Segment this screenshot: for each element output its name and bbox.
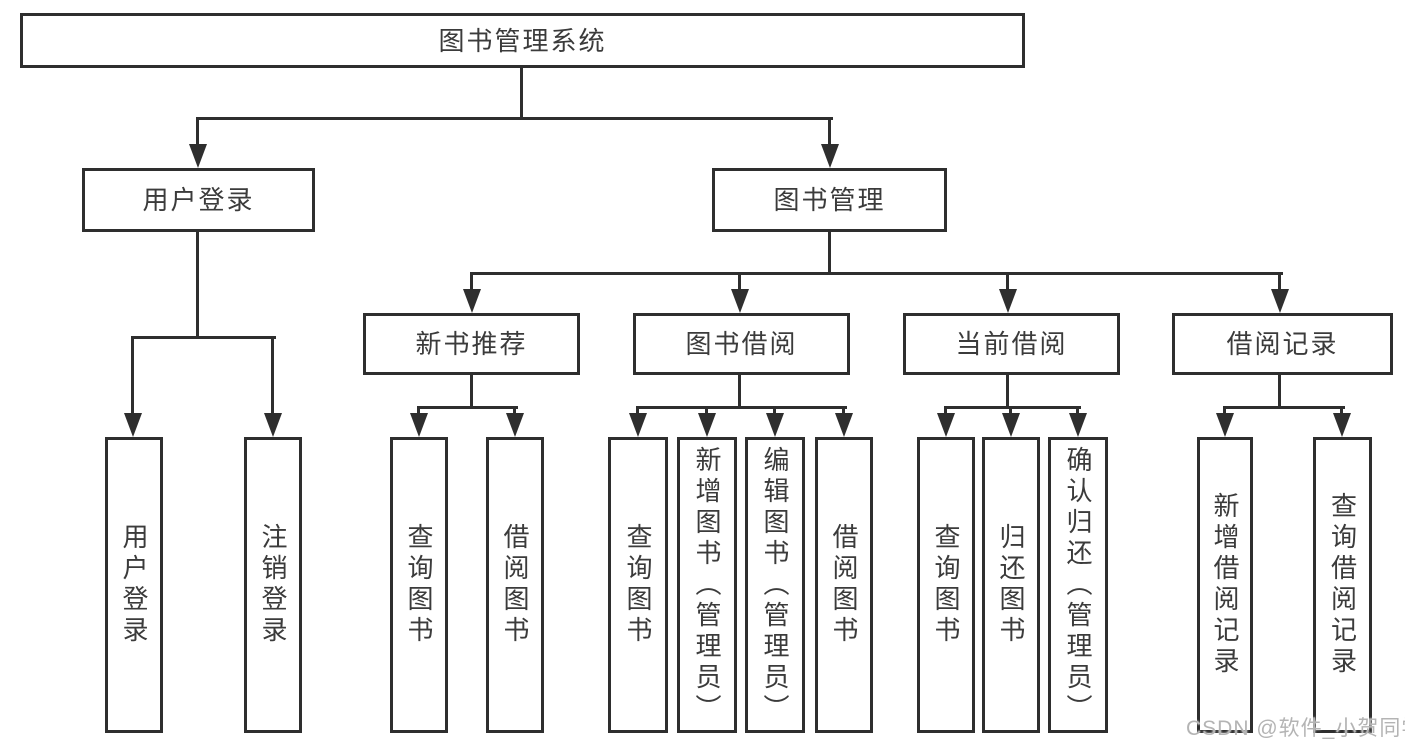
arrowhead [1002, 413, 1020, 437]
connector-distributor [944, 406, 1081, 409]
connector-stub [131, 336, 134, 418]
arrowhead [698, 413, 716, 437]
connector-stub [1009, 406, 1012, 418]
leaf-cur-query-book-label: 查询图书 [931, 523, 961, 647]
connector-distributor [417, 406, 518, 409]
node-root-label: 图书管理系统 [438, 25, 607, 56]
connector-stub [1278, 272, 1281, 294]
connector-stub [1340, 406, 1343, 418]
connector-stub [470, 272, 473, 294]
node-current-borrow-label: 当前借阅 [955, 329, 1068, 359]
connector-borrow-record-stem [1278, 375, 1281, 409]
arrowhead [629, 413, 647, 437]
leaf-bor-query-book-label: 查询图书 [623, 523, 653, 647]
connector-stub [842, 406, 845, 418]
node-new-book-rec-label: 新书推荐 [415, 329, 528, 359]
leaf-rec-query-book: 查询图书 [390, 437, 448, 733]
connector-level3-distributor [470, 272, 1283, 275]
connector-stub [738, 272, 741, 294]
connector-stub [773, 406, 776, 418]
leaf-rec-query-book-label: 查询图书 [404, 523, 434, 647]
connector-stub [1223, 406, 1226, 418]
node-book-mgmt-branch-label: 图书管理 [773, 185, 886, 215]
connector-stub [196, 117, 199, 147]
arrowhead [821, 144, 839, 168]
leaf-rec-borrow-book-label: 借阅图书 [500, 523, 530, 647]
node-borrow-record: 借阅记录 [1172, 313, 1393, 375]
leaf-cur-return-book-label: 归还图书 [996, 523, 1026, 647]
connector-stub [828, 117, 831, 147]
arrowhead [766, 413, 784, 437]
leaf-user-login-label: 用户登录 [119, 523, 149, 647]
connector-level2-distributor [196, 117, 833, 120]
node-book-borrow-label: 图书借阅 [685, 329, 798, 359]
arrowhead [835, 413, 853, 437]
connector-root-stem [520, 68, 523, 118]
leaf-rcd-query-record: 查询借阅记录 [1313, 437, 1372, 733]
arrowhead [410, 413, 428, 437]
connector-user-login-stem [196, 232, 199, 339]
connector-stub [417, 406, 420, 418]
node-user-login-branch-label: 用户登录 [142, 185, 255, 215]
connector-book-borrow-stem [738, 375, 741, 409]
arrowhead [1069, 413, 1087, 437]
leaf-bor-borrow-book-label: 借阅图书 [829, 523, 859, 647]
arrowhead [1333, 413, 1351, 437]
leaf-rcd-query-record-label: 查询借阅记录 [1327, 492, 1358, 678]
arrowhead [937, 413, 955, 437]
connector-stub [513, 406, 516, 418]
leaf-rcd-add-record-label: 新增借阅记录 [1210, 492, 1240, 678]
arrowhead [463, 289, 481, 313]
arrowhead [731, 289, 749, 313]
connector-stub [1076, 406, 1079, 418]
leaf-cur-return-book: 归还图书 [982, 437, 1040, 733]
csdn-watermark: CSDN @软件_小贺同学 [1186, 717, 1405, 740]
connector-stub [944, 406, 947, 418]
connector-stub [271, 336, 274, 418]
leaf-logout: 注销登录 [244, 437, 302, 733]
node-book-mgmt-branch: 图书管理 [712, 168, 947, 232]
leaf-bor-query-book: 查询图书 [608, 437, 668, 733]
connector-stub [636, 406, 639, 418]
node-borrow-record-label: 借阅记录 [1226, 329, 1339, 359]
leaf-bor-edit-book: 编辑图书（管理员） [745, 437, 805, 733]
node-book-borrow: 图书借阅 [633, 313, 850, 375]
arrowhead [189, 144, 207, 168]
connector-user-login-distributor [131, 336, 276, 339]
arrowhead [999, 289, 1017, 313]
leaf-bor-add-book: 新增图书（管理员） [677, 437, 737, 733]
connector-stub [1006, 272, 1009, 294]
connector-stub [705, 406, 708, 418]
arrowhead [264, 413, 282, 437]
leaf-rcd-add-record: 新增借阅记录 [1197, 437, 1253, 733]
leaf-bor-add-book-label: 新增图书（管理员） [692, 445, 722, 725]
connector-new-book-rec-stem [470, 375, 473, 409]
leaf-rec-borrow-book: 借阅图书 [486, 437, 544, 733]
leaf-bor-borrow-book: 借阅图书 [815, 437, 873, 733]
leaf-cur-confirm-return: 确认归还（管理员） [1048, 437, 1108, 733]
leaf-cur-query-book: 查询图书 [917, 437, 975, 733]
arrowhead [1216, 413, 1234, 437]
arrowhead [1271, 289, 1289, 313]
leaf-logout-label: 注销登录 [258, 523, 288, 647]
node-user-login-branch: 用户登录 [82, 168, 315, 232]
node-current-borrow: 当前借阅 [903, 313, 1120, 375]
leaf-bor-edit-book-label: 编辑图书（管理员） [760, 445, 790, 725]
node-root: 图书管理系统 [20, 13, 1025, 68]
connector-book-mgmt-stem [828, 232, 831, 275]
arrowhead [506, 413, 524, 437]
leaf-cur-confirm-return-label: 确认归还（管理员） [1063, 445, 1093, 725]
arrowhead [124, 413, 142, 437]
node-new-book-rec: 新书推荐 [363, 313, 580, 375]
connector-distributor [636, 406, 847, 409]
leaf-user-login: 用户登录 [105, 437, 163, 733]
connector-current-borrow-stem [1006, 375, 1009, 409]
connector-distributor [1223, 406, 1345, 409]
